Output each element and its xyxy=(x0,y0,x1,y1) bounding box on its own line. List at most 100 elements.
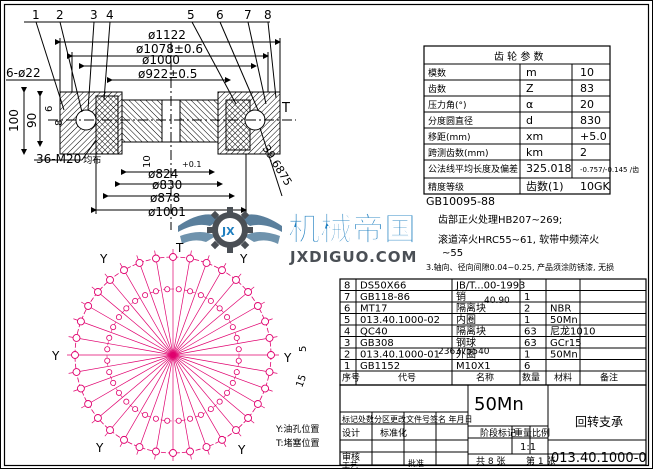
dim-10: 10 xyxy=(142,155,153,168)
dim-100: 100 xyxy=(7,109,21,132)
gear-param-name: 公法线平均长度及偏差 xyxy=(428,163,518,175)
leader-2 xyxy=(59,21,83,113)
dim-holes: 6-ø22 xyxy=(6,66,41,80)
note-line-2: 滚道淬火HRC55~61, 软带中频淬火 xyxy=(438,233,599,246)
hole-ray xyxy=(104,273,174,356)
y-mark-left: Y xyxy=(51,349,60,363)
bolt-hole xyxy=(202,443,211,452)
bolt-hole xyxy=(72,334,81,342)
inner-hole xyxy=(207,297,214,304)
inner-hole xyxy=(235,346,242,353)
inner-hole xyxy=(224,314,231,321)
inner-hole xyxy=(132,297,139,304)
gear-param-symbol: xm xyxy=(526,130,543,143)
bolt-hole xyxy=(76,317,85,326)
hole-ray xyxy=(73,354,174,392)
hole-ray xyxy=(172,354,255,424)
inner-hole xyxy=(197,292,204,299)
bom-no: 7 xyxy=(344,292,350,303)
center-point xyxy=(170,352,176,358)
bom-name: 隔离块 xyxy=(456,325,486,338)
leader-tap-2 xyxy=(81,139,97,161)
gear-param-value: 2 xyxy=(580,146,587,159)
bom-material: GCr15 xyxy=(550,338,582,349)
inner-hole xyxy=(187,288,194,295)
dim-1078: ø1078±0.6 xyxy=(136,42,203,56)
inner-hole xyxy=(229,324,236,331)
inner-hole xyxy=(175,417,182,424)
hole-ray xyxy=(172,354,265,409)
gear-right xyxy=(179,99,219,143)
gear-param-symbol: 齿数(1) xyxy=(526,180,564,193)
part-number-3: 3 xyxy=(90,8,98,22)
leader-6 xyxy=(219,21,259,111)
bolt-hole xyxy=(169,449,177,457)
bolt-hole xyxy=(135,258,144,267)
inner-hole xyxy=(123,398,130,405)
hole-ray xyxy=(172,301,265,356)
drawing-border xyxy=(3,3,650,467)
bolt-hole xyxy=(244,288,253,296)
bom-no: 5 xyxy=(344,315,350,326)
bom-overlay-a: 40.90 xyxy=(484,296,510,306)
gear-params-table: 齿 轮 参 数 xyxy=(423,45,611,195)
bolt-hole xyxy=(265,368,274,376)
bom-no: 1 xyxy=(344,361,350,372)
bom-code: DS50X66 xyxy=(360,281,406,292)
title-process: 工艺 xyxy=(342,461,358,469)
hole-ray xyxy=(172,273,242,356)
inner-hole xyxy=(235,357,242,364)
bom-material: 50Mn xyxy=(550,350,578,361)
bom-qty: 2 xyxy=(524,304,530,315)
hole-ray xyxy=(81,354,174,409)
inner-hole xyxy=(233,369,240,376)
inner-hole xyxy=(233,334,240,341)
bolt-hole xyxy=(106,426,114,435)
inner-hole xyxy=(132,406,139,413)
inner-hole xyxy=(104,357,111,364)
bolt-hole xyxy=(93,288,102,296)
bom-code: GB308 xyxy=(360,338,394,349)
part-number-2: 2 xyxy=(56,8,64,22)
part-number-6: 6 xyxy=(216,8,224,22)
hole-ray xyxy=(172,354,278,374)
gear-param-name: 精度等级 xyxy=(428,181,464,193)
leader-1 xyxy=(35,21,65,111)
bom-no: 4 xyxy=(344,327,350,338)
bom-code: MT17 xyxy=(360,304,387,315)
leader-8 xyxy=(267,21,277,99)
dim-830: ø830 xyxy=(152,178,182,192)
note-line-4: 3.轴向、径向间隙0.04~0.25, 产品须涂防锈漆, 无损 xyxy=(426,262,614,272)
section-view xyxy=(6,21,296,230)
gear-param-name: 模数 xyxy=(428,67,446,79)
hole-ray xyxy=(172,286,255,356)
hole-ray xyxy=(119,263,174,356)
hole-ray xyxy=(172,354,192,460)
title-sheets-total: 共 8 张 xyxy=(476,456,505,467)
dim-6: 6 xyxy=(44,106,55,112)
title-review: 审核 xyxy=(342,451,360,463)
title-approve: 批准 xyxy=(408,458,424,468)
bom-header-no: 序号 xyxy=(342,372,360,384)
inner-hole xyxy=(110,379,117,386)
hole-ray xyxy=(119,354,174,447)
hole-ray xyxy=(91,354,174,424)
bom-material: NBR xyxy=(550,304,571,315)
bom-overlay-b: 236375540 xyxy=(438,347,490,357)
part-number-4: 4 xyxy=(106,8,114,22)
inner-hole xyxy=(187,415,194,422)
inner-hole xyxy=(197,411,204,418)
inner-hole xyxy=(110,324,117,331)
bolt-hole xyxy=(84,302,93,310)
hole-ray xyxy=(136,255,174,356)
leader-ring-dim xyxy=(259,127,283,197)
bolt-hole xyxy=(267,351,275,359)
y-mark-bottom-left: Y xyxy=(95,441,104,455)
bolt-hole xyxy=(169,253,177,261)
bolt-hole xyxy=(261,317,270,326)
hole-ray xyxy=(172,263,227,356)
bom-no: 6 xyxy=(344,304,350,315)
y-mark-top-right: Y xyxy=(239,252,248,266)
bom-material: 50Mn xyxy=(550,315,578,326)
